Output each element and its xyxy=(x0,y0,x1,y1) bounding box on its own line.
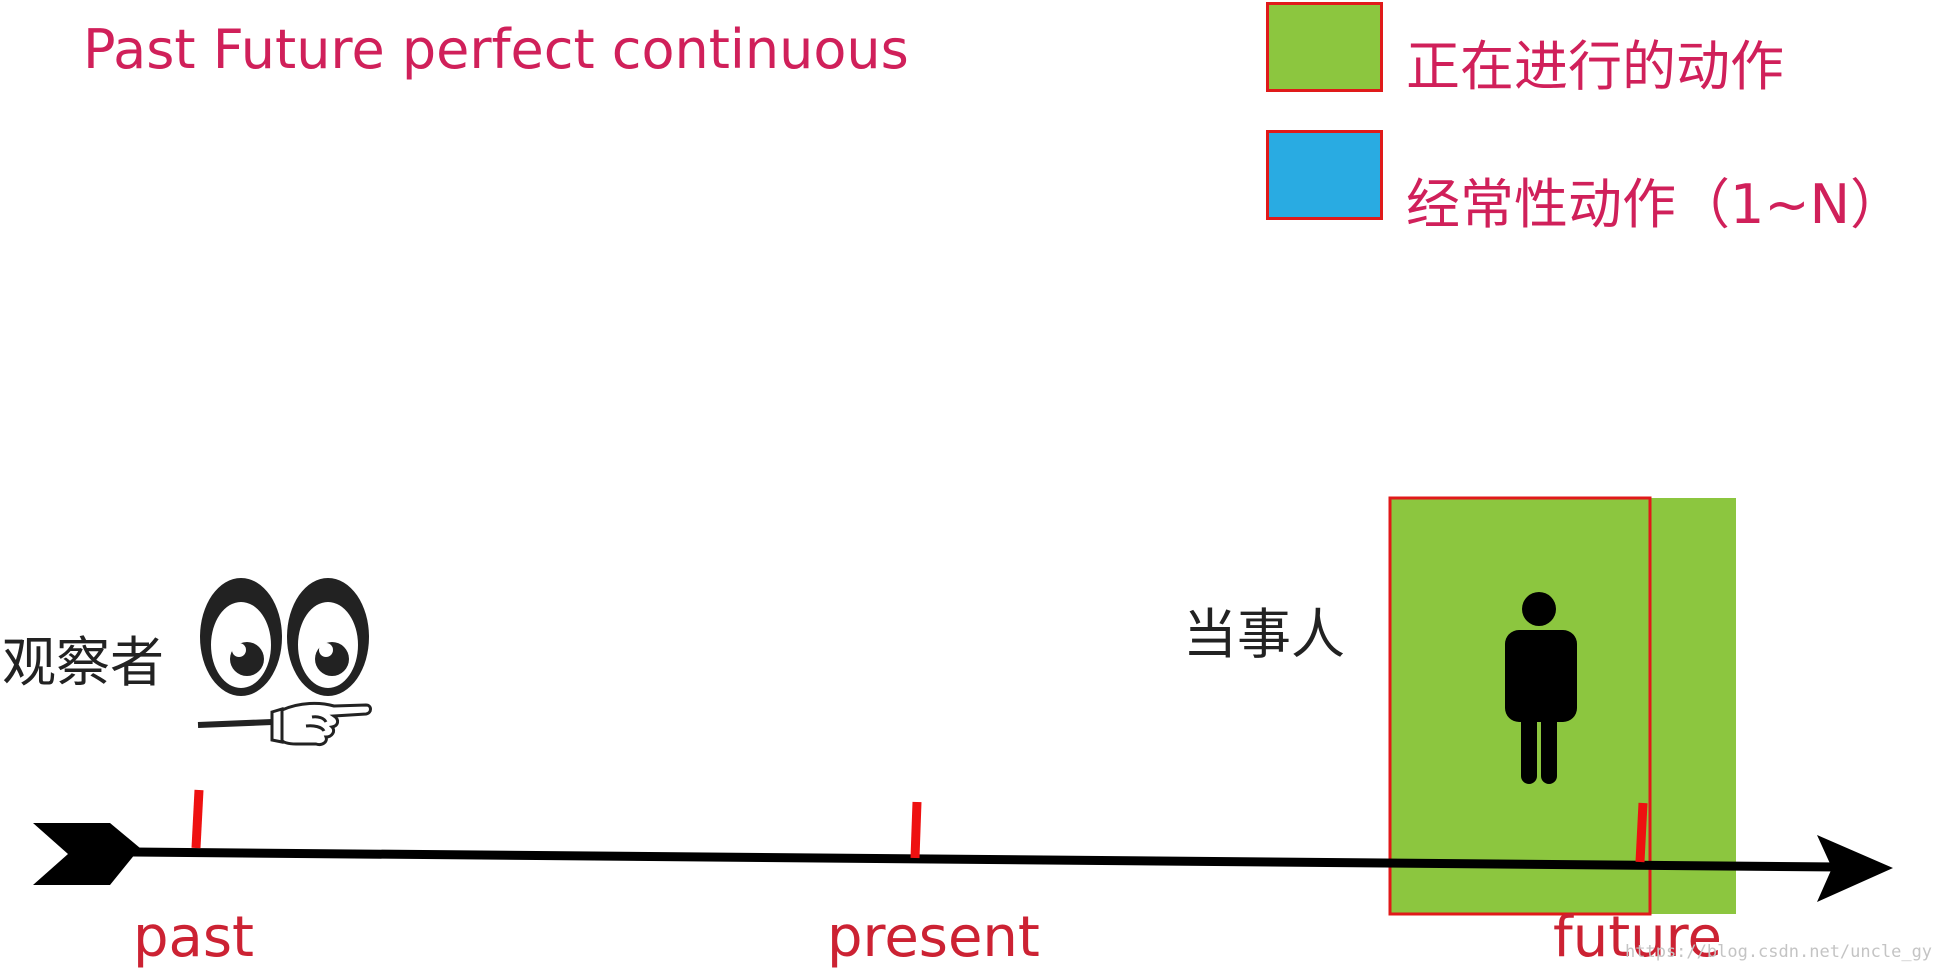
tick-present xyxy=(910,801,922,859)
watermark: https://blog.csdn.net/uncle_gy xyxy=(1625,942,1933,962)
person-icon xyxy=(1505,592,1577,784)
eyes-icon xyxy=(200,578,369,696)
timeline-label-present: present xyxy=(827,905,1040,970)
tick-future xyxy=(1635,802,1648,863)
subject-label: 当事人 xyxy=(1183,603,1345,666)
legend-swatch-frequent xyxy=(1266,130,1383,220)
diagram-title: Past Future perfect continuous xyxy=(83,18,909,81)
legend-swatch-ongoing xyxy=(1266,2,1383,92)
legend-label-ongoing: 正在进行的动作 xyxy=(1406,35,1784,98)
ongoing-action-box xyxy=(1388,496,1652,916)
observer-label: 观察者 xyxy=(2,631,164,694)
tick-past xyxy=(191,789,204,849)
timeline-label-future: future xyxy=(1553,905,1722,970)
timeline-label-past: past xyxy=(133,905,254,970)
pointing-hand-icon xyxy=(197,701,372,746)
legend-label-frequent: 经常性动作（1~N） xyxy=(1406,173,1904,236)
timeline-arrow-icon xyxy=(33,823,1893,902)
